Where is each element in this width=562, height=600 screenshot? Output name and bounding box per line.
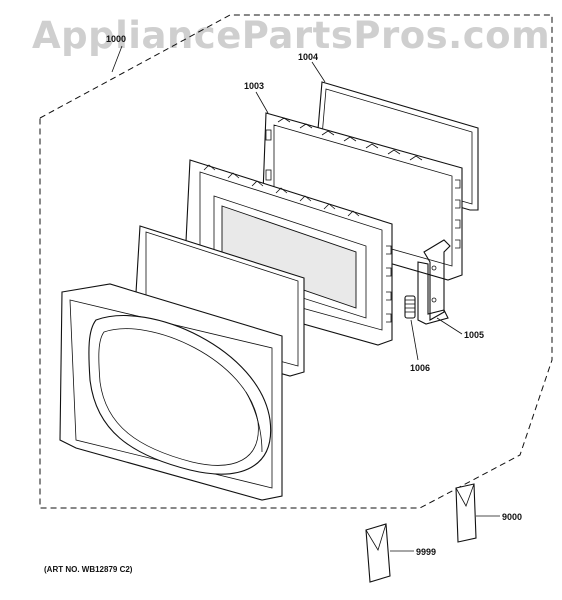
part-door-front xyxy=(59,283,283,501)
callout-9000: 9000 xyxy=(502,512,522,522)
callout-1005: 1005 xyxy=(464,330,484,340)
callout-1000: 1000 xyxy=(106,34,126,44)
part-9000-literature xyxy=(455,483,477,543)
assembly-outline xyxy=(39,14,553,509)
part-1006-spring xyxy=(404,295,416,319)
callout-9999: 9999 xyxy=(416,547,436,557)
site-watermark: AppliancePartsPros.com xyxy=(32,14,551,57)
callout-1004: 1004 xyxy=(298,52,318,62)
leader-1006 xyxy=(410,319,419,361)
art-number: (ART NO. WB12879 C2) xyxy=(44,565,133,574)
leader-1000 xyxy=(111,45,123,73)
leader-1003 xyxy=(255,91,269,114)
callout-1006: 1006 xyxy=(410,363,430,373)
part-1005-latch-hooks xyxy=(417,239,451,325)
callout-1003: 1003 xyxy=(244,81,264,91)
leader-1005 xyxy=(436,317,463,335)
part-9999-literature xyxy=(365,523,391,583)
leader-1004 xyxy=(311,61,326,83)
